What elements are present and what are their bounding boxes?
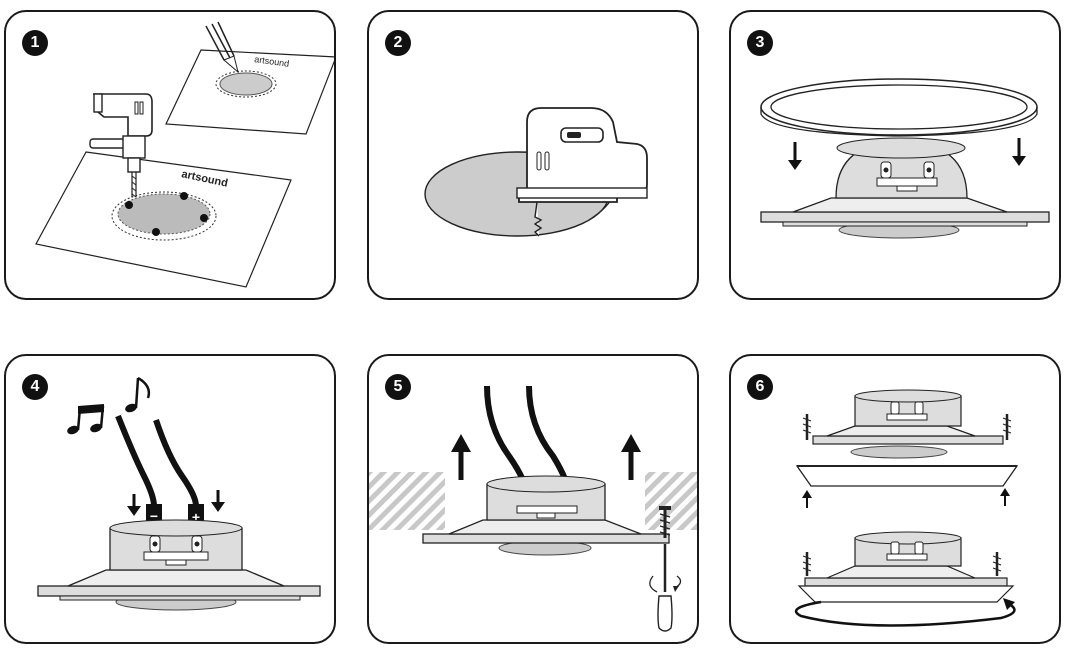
negative-terminal-label: −: [150, 508, 158, 524]
step-6-illustration: [795, 389, 1019, 627]
ceiling-speaker-assembled: [797, 531, 1015, 603]
step-2-illustration: [424, 107, 648, 237]
positive-terminal-label: +: [192, 509, 200, 525]
ceiling-speaker: [760, 137, 1050, 239]
step-5-panel: 5: [367, 354, 699, 644]
step-5-illustration: [369, 385, 697, 632]
step-number-badge: 2: [385, 30, 411, 56]
jigsaw-icon: [516, 107, 648, 237]
ceiling-speaker-top: [812, 389, 1004, 459]
down-arrow-icon: [788, 142, 802, 170]
step-6-panel: 6: [729, 354, 1061, 644]
step-number-badge: 4: [22, 374, 48, 400]
step-number-badge: 1: [22, 30, 48, 56]
down-arrow-icon: [211, 490, 225, 512]
rotate-arrow-icon: [795, 598, 1016, 627]
template-sheet-back: artsound: [165, 49, 334, 135]
ceiling-speaker: [37, 519, 321, 611]
step-2-panel: 2: [367, 10, 699, 300]
ceiling-section-left: [369, 472, 445, 530]
step-1-illustration: artsound artsound: [35, 21, 334, 288]
screw-icon: [659, 506, 671, 538]
step-4-panel: 4 − +: [4, 354, 336, 644]
brand-label: artsound: [254, 54, 290, 69]
down-arrow-icon: [127, 494, 141, 516]
step-number-badge: 5: [385, 374, 411, 400]
step-4-illustration: − +: [37, 376, 321, 611]
ceiling-speaker: [422, 475, 670, 556]
pencil-icon: [205, 21, 239, 74]
step-number-badge: 3: [747, 30, 773, 56]
step-number-badge: 6: [747, 374, 773, 400]
trim-ring: [760, 78, 1038, 137]
step-1-panel: 1 artsound artsound: [4, 10, 336, 300]
up-arrow-icon: [802, 490, 812, 508]
template-sheet-front: artsound: [35, 151, 292, 288]
screwdriver-icon: [649, 544, 682, 632]
down-arrow-icon: [1012, 138, 1026, 166]
music-notes-icon: [67, 376, 151, 435]
up-arrow-icon: [451, 434, 471, 480]
screw-icon: [992, 552, 1002, 576]
up-arrow-icon: [1000, 488, 1010, 506]
drill-icon: [89, 93, 153, 198]
screw-icon: [802, 414, 812, 440]
ceiling-section-right: [645, 472, 697, 530]
up-arrow-icon: [621, 434, 641, 480]
step-3-illustration: [760, 78, 1050, 239]
step-3-panel: 3: [729, 10, 1061, 300]
screw-icon: [802, 552, 812, 576]
grille-cover: [795, 465, 1019, 487]
screw-icon: [1002, 414, 1012, 440]
